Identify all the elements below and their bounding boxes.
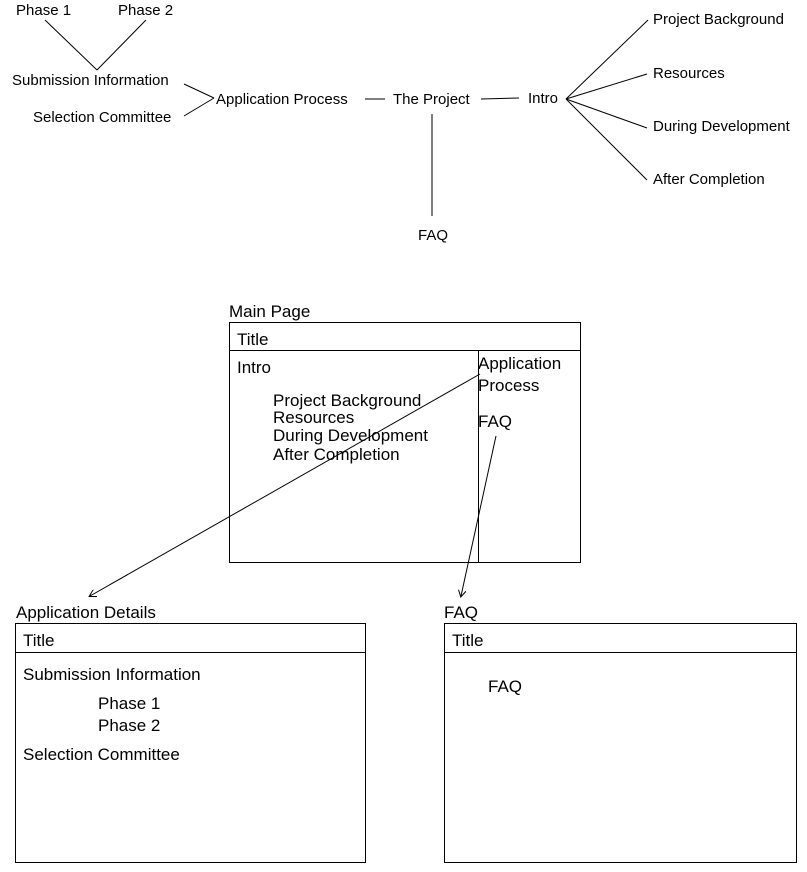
faq-page-content: FAQ [488, 677, 523, 696]
main-page-title-bar [230, 323, 580, 351]
main-page-title: Title [237, 330, 269, 349]
sitemap-during-development: During Development [653, 118, 790, 135]
sitemap-project-background: Project Background [653, 11, 784, 28]
edge-intro-during [565, 98, 648, 129]
app-details-label: Application Details [16, 603, 156, 622]
sitemap-faq: FAQ [418, 227, 449, 244]
main-page-item-after: After Completion [273, 445, 400, 464]
main-page-side-application-2: Process [478, 376, 540, 395]
app-details-phase2: Phase 2 [98, 716, 161, 735]
sitemap-submission-information: Submission Information [12, 72, 169, 89]
sitemap-phase1: Phase 1 [16, 2, 72, 19]
main-page-sidebar-divider [478, 350, 479, 562]
main-page-intro: Intro [237, 358, 272, 377]
main-page-item-during: During Development [273, 426, 428, 445]
faq-page-label: FAQ [444, 603, 479, 622]
edge-phase1-submission [44, 19, 98, 71]
app-details-submission: Submission Information [23, 665, 201, 684]
sitemap-after-completion: After Completion [653, 171, 765, 188]
edge-intro-after [565, 98, 648, 181]
app-details-selection: Selection Committee [23, 745, 180, 764]
sitemap-phase2: Phase 2 [118, 2, 174, 19]
main-page-item-resources: Resources [273, 408, 355, 427]
main-page-wireframe [229, 322, 581, 563]
app-details-title: Title [23, 631, 55, 650]
edge-intro-background [565, 19, 649, 100]
sitemap-the-project: The Project [393, 91, 470, 108]
faq-page-wireframe [444, 623, 797, 863]
app-details-title-bar [16, 624, 365, 653]
app-details-wireframe [15, 623, 366, 863]
sitemap-intro: Intro [528, 90, 559, 107]
edge-intro-resources [565, 73, 648, 100]
main-page-item-background: Project Background [273, 391, 422, 410]
arrow-application-details [90, 373, 481, 596]
main-page-side-application-1: Application [478, 354, 562, 373]
edge-submission-application [183, 83, 215, 99]
sitemap-selection-committee: Selection Committee [33, 109, 172, 126]
edge-selection-application [183, 97, 215, 117]
edge-project-intro [480, 97, 520, 100]
main-page-side-faq: FAQ [478, 412, 513, 431]
faq-page-title: Title [452, 631, 484, 650]
edge-phase2-submission [96, 19, 147, 71]
sitemap-resources: Resources [653, 65, 725, 82]
app-details-phase1: Phase 1 [98, 694, 161, 713]
main-page-label: Main Page [229, 302, 311, 321]
sitemap-application-process: Application Process [216, 91, 348, 108]
faq-page-title-bar [445, 624, 796, 653]
